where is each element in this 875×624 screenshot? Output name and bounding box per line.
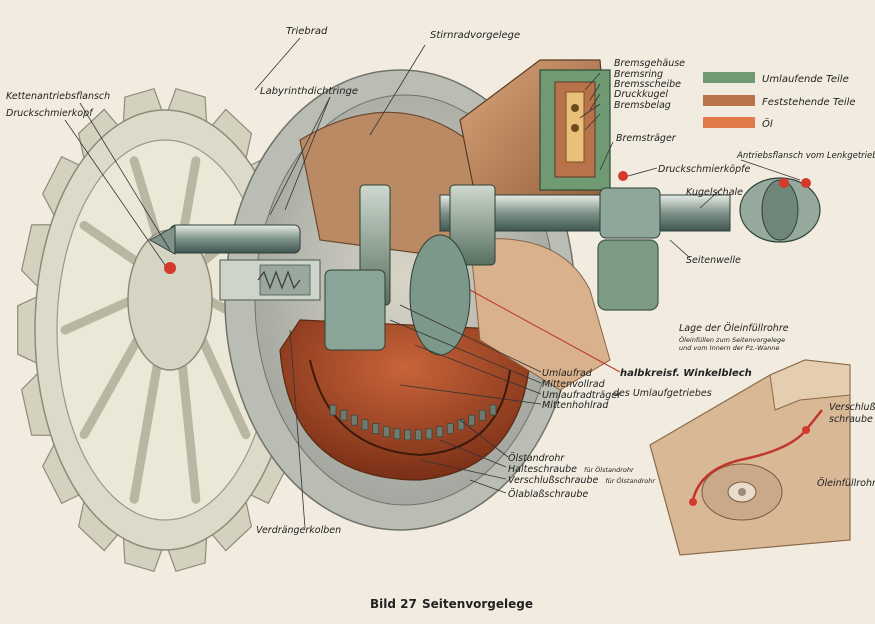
label-bremsgehaeuse: Bremsgehäuse <box>614 58 685 69</box>
callout-labels: Triebrad Stirnradvorgelege Labyrinthdich… <box>6 26 875 536</box>
label-druckkugel: Druckkugel <box>614 89 668 100</box>
label-kettenantriebsflansch: Kettenantriebsflansch <box>6 91 110 102</box>
label-mittenhohlrad: Mittenhohlrad <box>542 400 609 411</box>
ring-gear-tooth <box>340 409 348 421</box>
inset-oeleinfuellrohr: Öleinfüllrohr <box>817 478 875 489</box>
ring-gear-tooth <box>329 404 337 416</box>
sprocket-spoke <box>60 295 137 335</box>
label-bremsring: Bremsring <box>614 69 663 80</box>
label-halteschraube-note: für Ölstandrohr <box>584 465 635 474</box>
legend-swatch-rotating <box>703 72 755 83</box>
label-des-umlaufgetriebes: des Umlaufgetriebes <box>613 388 712 399</box>
caption-title: Seitenvorgelege <box>422 597 533 611</box>
brake-assembly <box>539 69 611 191</box>
sprocket-tooth <box>17 296 38 364</box>
sprocket-spoke <box>129 354 163 504</box>
sprocket-spoke <box>177 354 201 504</box>
ring-gear-tooth <box>361 419 369 431</box>
ring-gear-tooth <box>457 419 465 431</box>
label-stirnradvorgelege: Stirnradvorgelege <box>430 30 520 41</box>
label-kugelschale: Kugelschale <box>686 187 743 198</box>
label-seitenwelle: Seitenwelle <box>686 255 741 266</box>
caption-number: Bild 27 <box>370 597 417 611</box>
inset-subtitle-line2: und vom Innern der Pz.-Wanne <box>679 344 779 352</box>
label-labyrinthdichtringe: Labyrinthdichtringe <box>260 86 358 97</box>
sprocket-spoke <box>79 331 144 440</box>
legend-label-rotating: Umlaufende Teile <box>762 74 849 85</box>
legend-label-stationary: Feststehende Teile <box>762 97 856 108</box>
label-umlaufrad: Umlaufrad <box>542 368 593 379</box>
sprocket-spoke <box>196 331 251 440</box>
ring-gear-tooth <box>393 428 401 440</box>
label-verdraengerkolben: Verdrängerkolben <box>256 525 341 536</box>
sprocket-spoke <box>129 156 163 246</box>
label-mittenvollrad: Mittenvollrad <box>542 379 606 390</box>
label-oelstandrohr: Ölstandrohr <box>508 453 565 464</box>
label-verschlussschraube-note: für Ölstandrohr <box>605 476 656 485</box>
label-halteschraube-main: Halteschraube <box>508 464 577 475</box>
ring-gear-tooth <box>414 429 422 441</box>
ring-gear-tooth <box>425 428 433 440</box>
ring-gear-tooth <box>382 426 390 438</box>
legend-swatch-stationary <box>703 95 755 106</box>
ring-gear-tooth <box>404 429 412 441</box>
oil-filler-inset: Lage der Öleinfüllrohre Öleinfüllen zum … <box>649 323 875 556</box>
label-umlaufradtraeger: Umlaufradträger <box>542 390 622 401</box>
label-bremsscheibe: Bremsscheibe <box>614 79 681 90</box>
inset-title: Lage der Öleinfüllrohre <box>679 323 789 334</box>
ring-gear-tooth <box>350 414 358 426</box>
label-verschlussschraube-main: Verschlußschraube <box>508 475 599 486</box>
ring-gear-tooth <box>372 423 380 435</box>
legend-label-oil: Öl <box>762 117 773 130</box>
inset-verschluss-line1: Verschluß <box>829 402 875 413</box>
inset-verschluss-line2: schraube <box>829 414 873 425</box>
leader-lines <box>64 37 801 529</box>
label-bremsbelag: Bremsbelag <box>614 100 671 111</box>
label-oelablassschraube: Ölablaßschraube <box>508 489 588 500</box>
inner-gear-train <box>164 171 628 356</box>
label-druckschmierkoepfe: Druckschmierköpfe <box>658 164 750 175</box>
inset-filler-pipe <box>691 409 823 501</box>
ring-gear-tooth <box>478 409 486 421</box>
label-antriebsflansch: Antriebsflansch vom Lenkgetriebe <box>736 151 875 161</box>
label-halteschraube: Halteschraube für Ölstandrohr <box>508 464 635 475</box>
ring-gear-tooth <box>436 426 444 438</box>
ring-gear-tooth <box>489 404 497 416</box>
sprocket-spoke <box>79 220 144 269</box>
label-verschlussschraube: Verschlußschraube für Ölstandrohr <box>508 475 656 486</box>
inset-subtitle-line1: Öleinfüllen zum Seitenvorgelege <box>679 335 785 344</box>
label-druckschmierkopf: Druckschmierkopf <box>6 108 94 119</box>
legend: Umlaufende Teile Feststehende Teile Öl <box>703 72 856 130</box>
ring-gear-tooth <box>468 414 476 426</box>
label-winkelblech: halbkreisf. Winkelblech <box>620 368 752 379</box>
ring-gear-tooth <box>446 423 454 435</box>
label-bremstraeger: Bremsträger <box>616 133 677 144</box>
legend-swatch-oil <box>703 117 755 128</box>
label-triebrad: Triebrad <box>286 26 328 37</box>
figure-caption: Bild 27 Seitenvorgelege <box>370 597 533 611</box>
